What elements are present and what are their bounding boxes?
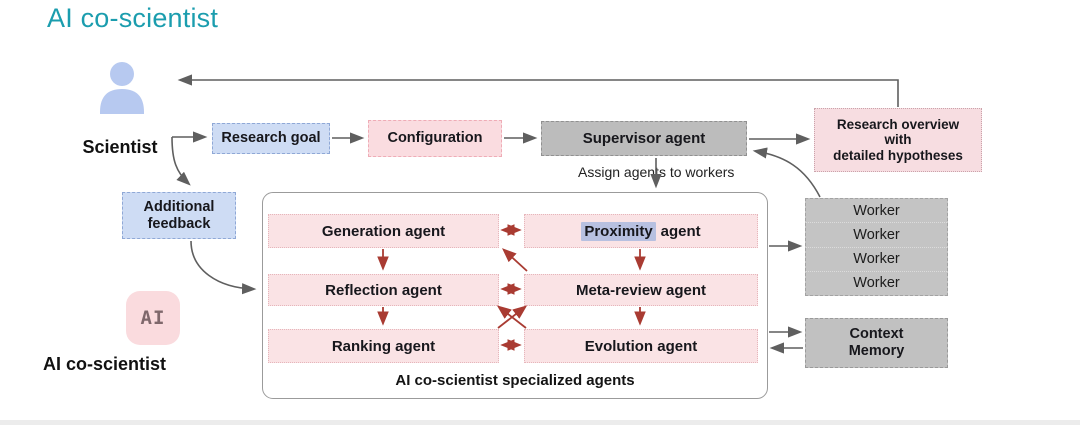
configuration-box: Configuration <box>368 120 502 157</box>
specialized-agents-panel: Generation agent Proximity agent Reflect… <box>262 192 768 399</box>
worker-row: Worker <box>806 223 947 248</box>
research-overview-line: Research overview <box>836 116 960 132</box>
context-memory-line: Memory <box>848 343 905 359</box>
research-goal-box: Research goal <box>212 123 330 154</box>
ai-badge-icon: AI <box>126 291 180 345</box>
proximity-highlighted-text: Proximity <box>581 221 656 241</box>
worker-row: Worker <box>853 275 900 292</box>
worker-row: Worker <box>806 199 947 224</box>
page-title: AI co-scientist <box>47 3 219 33</box>
research-overview-line: with <box>884 132 912 148</box>
worker-stack: Worker Worker Worker Worker <box>805 198 948 296</box>
panel-caption: AI co-scientist specialized agents <box>395 372 635 389</box>
proximity-agent-box: Proximity agent <box>524 214 758 248</box>
arrow-overview-to-scientist <box>177 74 899 107</box>
reflection-agent-box: Reflection agent <box>268 274 499 306</box>
meta-review-agent-box: Meta-review agent <box>524 274 758 306</box>
arrow-feedback-to-panel <box>190 240 257 295</box>
additional-feedback-line: Additional <box>143 198 215 215</box>
arrow-worker-to-supervisor <box>752 147 821 198</box>
proximity-agent-text: agent <box>660 222 701 240</box>
scientist-label: Scientist <box>82 137 158 157</box>
generation-agent-box: Generation agent <box>268 214 499 248</box>
context-memory-line: Context <box>849 326 904 343</box>
context-memory-box: Context Memory <box>805 318 948 368</box>
additional-feedback-line: feedback <box>147 215 211 232</box>
additional-feedback-box: Additional feedback <box>122 192 236 239</box>
bottom-strip <box>0 420 1080 425</box>
supervisor-agent-box: Supervisor agent <box>541 121 747 156</box>
assign-agents-label: Assign agents to workers <box>578 164 735 180</box>
worker-row: Worker <box>806 248 947 272</box>
evolution-agent-box: Evolution agent <box>524 329 758 363</box>
scientist-person-icon <box>100 62 144 114</box>
research-overview-line: detailed hypotheses <box>833 147 963 163</box>
ai-co-scientist-label: AI co-scientist <box>43 354 167 374</box>
ranking-agent-box: Ranking agent <box>268 329 499 363</box>
research-overview-box: Research overview with detailed hypothes… <box>814 108 982 172</box>
